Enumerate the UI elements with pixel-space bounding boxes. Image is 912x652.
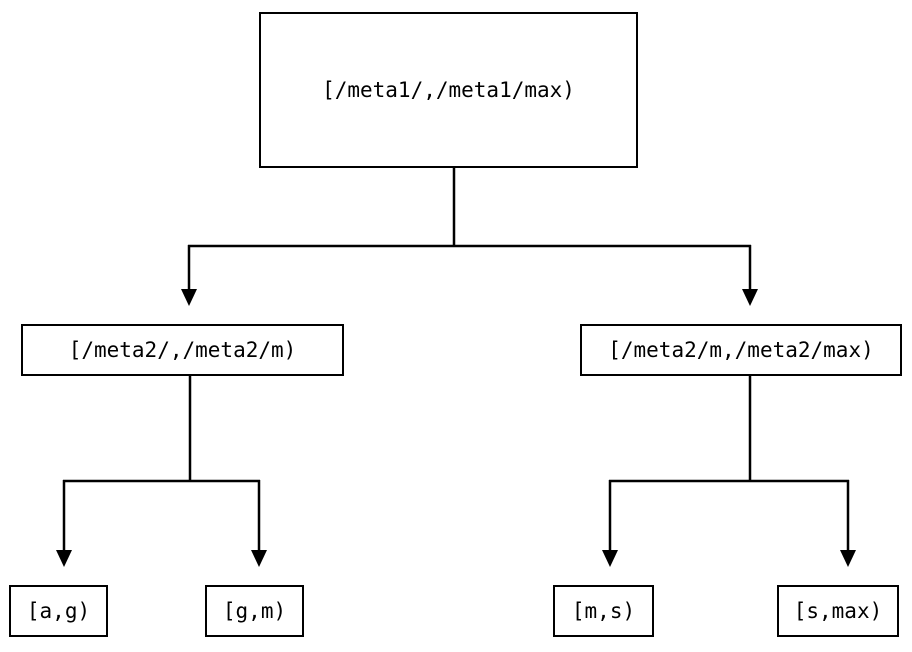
arrowhead-icon (56, 550, 72, 567)
arrowhead-icon (181, 289, 197, 306)
tree-node-label: [/meta1/,/meta1/max) (322, 77, 575, 102)
tree-node-root[interactable]: [/meta1/,/meta1/max) (259, 12, 638, 168)
arrowhead-icon (840, 550, 856, 567)
edge-root-to-middles (181, 168, 758, 306)
edge-midright-to-leaves (602, 376, 856, 567)
tree-node-label: [s,max) (793, 598, 883, 623)
tree-node-label: [a,g) (26, 598, 91, 623)
tree-node-mid-left[interactable]: [/meta2/,/meta2/m) (21, 324, 344, 376)
tree-node-leaf-smax[interactable]: [s,max) (777, 585, 899, 637)
tree-node-label: [/meta2/m,/meta2/max) (608, 337, 874, 362)
edge-midleft-to-leaves (56, 376, 267, 567)
tree-node-mid-right[interactable]: [/meta2/m,/meta2/max) (580, 324, 902, 376)
tree-node-leaf-ag[interactable]: [a,g) (9, 585, 108, 637)
tree-node-leaf-ms[interactable]: [m,s) (553, 585, 654, 637)
tree-node-label: [g,m) (222, 598, 287, 623)
arrowhead-icon (251, 550, 267, 567)
tree-node-label: [m,s) (571, 598, 636, 623)
tree-node-leaf-gm[interactable]: [g,m) (205, 585, 304, 637)
tree-node-label: [/meta2/,/meta2/m) (68, 337, 297, 362)
arrowhead-icon (742, 289, 758, 306)
arrowhead-icon (602, 550, 618, 567)
